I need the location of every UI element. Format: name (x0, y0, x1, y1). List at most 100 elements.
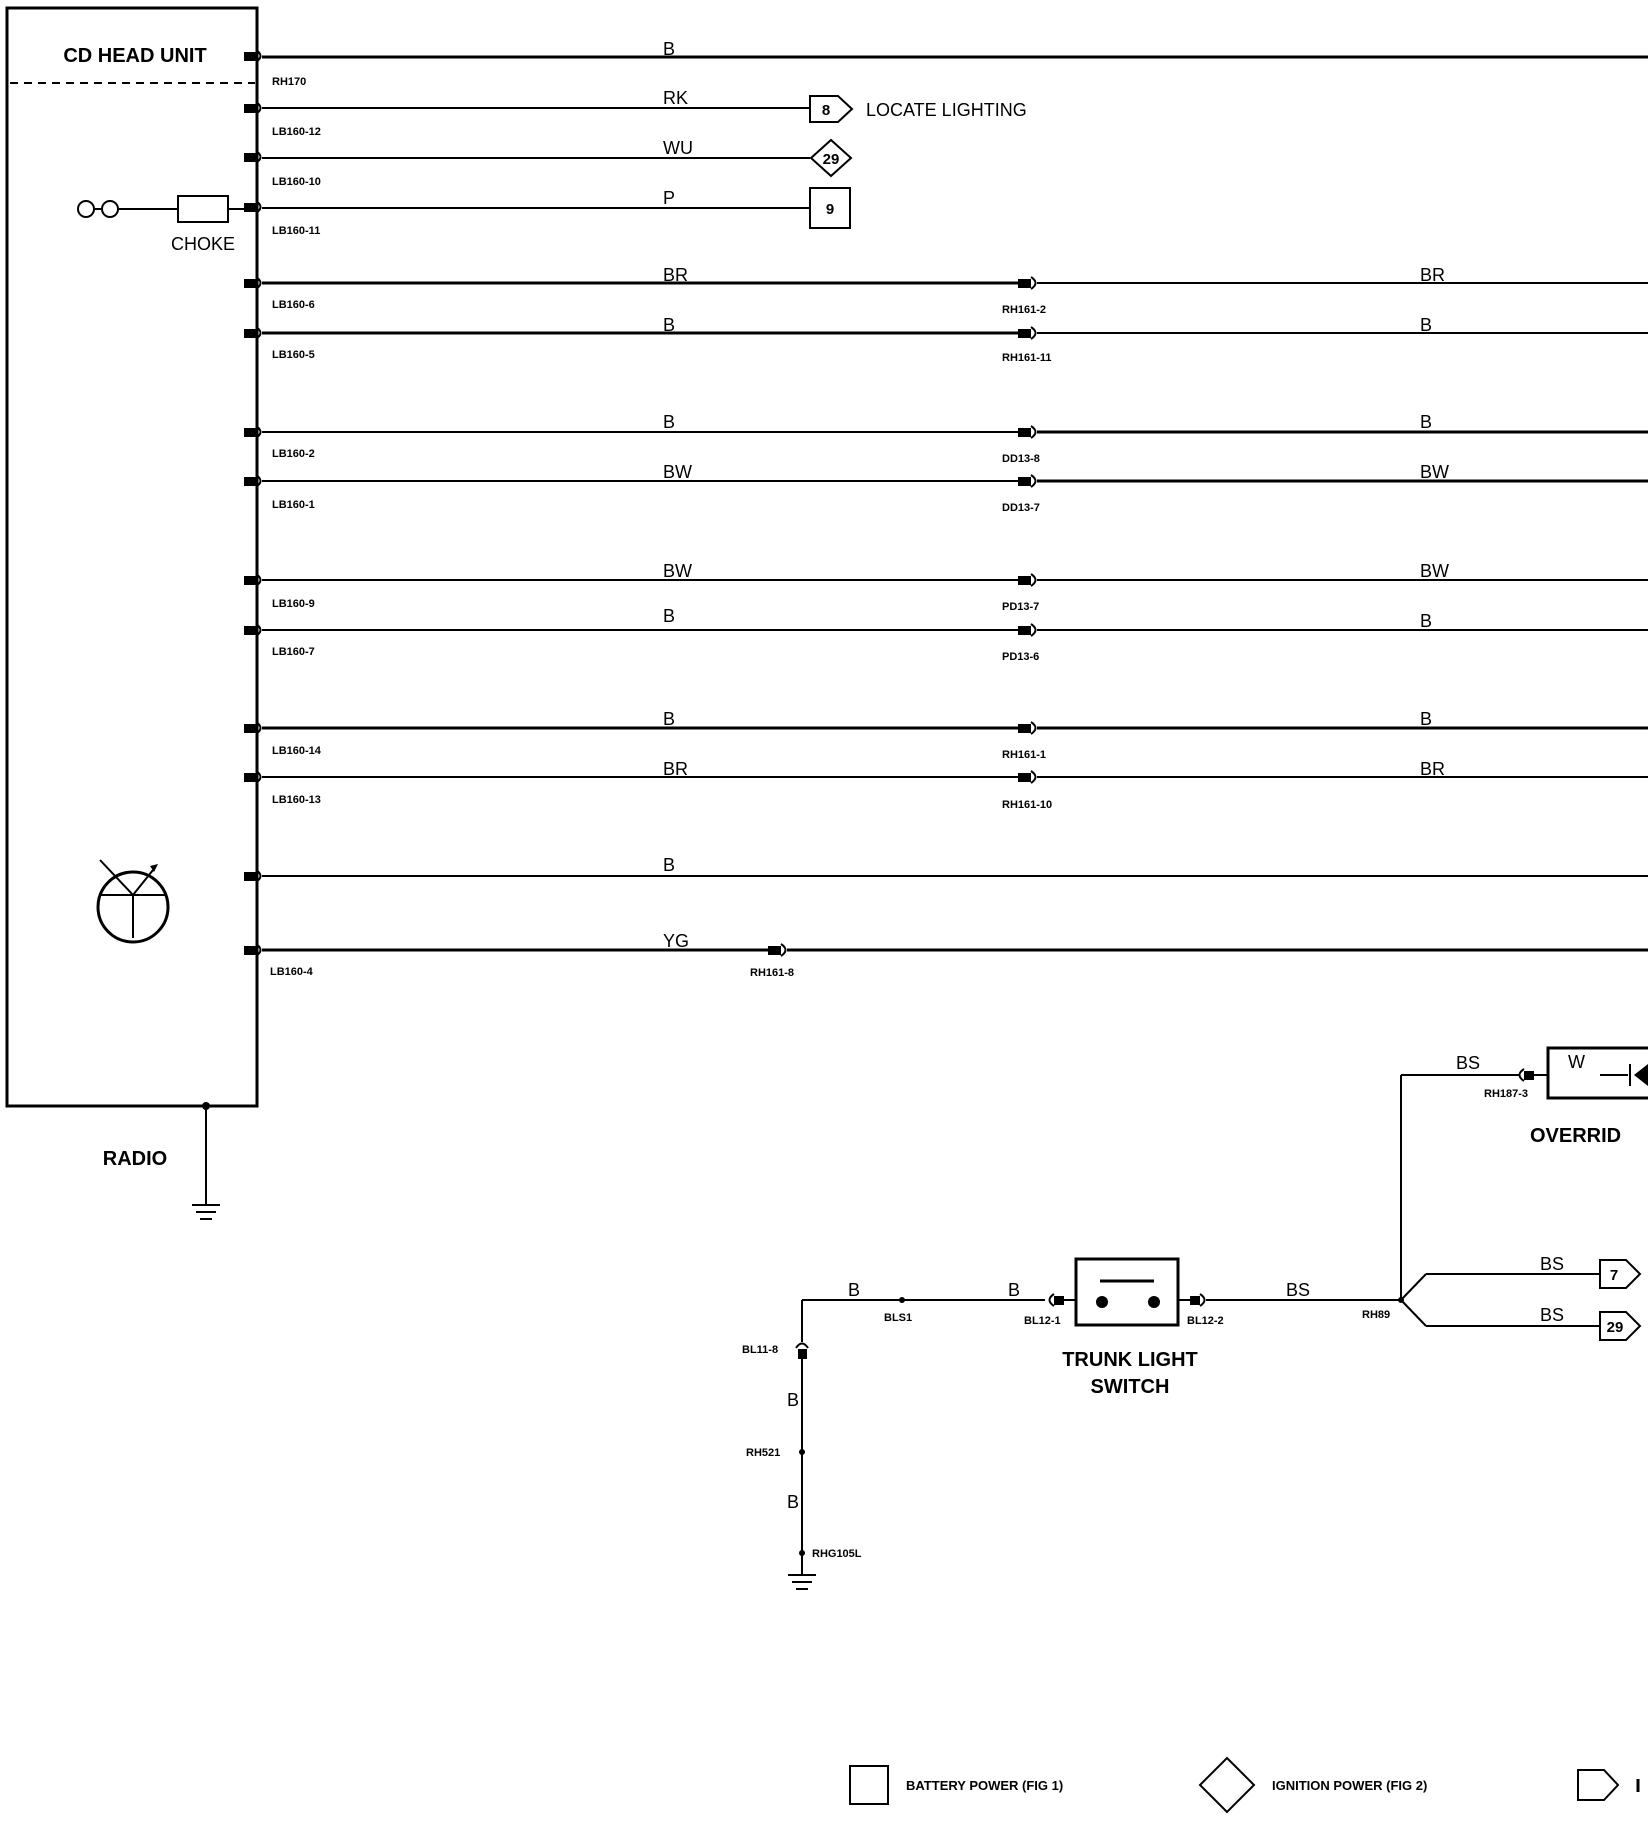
wire-code: W (1568, 1052, 1585, 1072)
wire-speaker-4 (244, 573, 1648, 587)
connector-id: RH161-1 (1002, 749, 1046, 761)
wire-code: BW (1420, 462, 1449, 482)
wire-code: RK (663, 88, 688, 108)
ref-arrow-8 (809, 95, 854, 123)
ref-number: 29 (823, 151, 840, 168)
wire-p (244, 200, 810, 214)
wire-speaker-5 (244, 623, 1648, 637)
trunk-switch-label-1: TRUNK LIGHT (1062, 1349, 1198, 1371)
connector-id: RH161-11 (1002, 352, 1052, 364)
wire-code: BR (663, 759, 688, 779)
pin-id: LB160-11 (272, 225, 320, 237)
wire-code: B (663, 315, 675, 335)
wire-code: B (787, 1390, 799, 1410)
override-module (1518, 1046, 1648, 1100)
pin-id: LB160-4 (270, 966, 314, 978)
ref-square-9 (809, 187, 851, 229)
ref-arrow-7 (1599, 1259, 1642, 1289)
trunk-circuit-wires (795, 1074, 1600, 1575)
ref-diamond-29 (809, 138, 853, 178)
radio-label: RADIO (103, 1148, 167, 1170)
wire-code: BS (1286, 1280, 1310, 1300)
wire-code: BW (663, 462, 692, 482)
trunk-switch-label-2: SWITCH (1091, 1376, 1170, 1398)
wire-code: B (663, 39, 675, 59)
wire-code: B (663, 606, 675, 626)
radio-ground-icon (192, 1102, 220, 1220)
connector-id: RH161-8 (750, 967, 794, 979)
connector-id: BL11-8 (742, 1344, 778, 1356)
connector-id: RHG105L (812, 1548, 862, 1560)
wire-code: B (1420, 611, 1432, 631)
pin-id: LB160-6 (272, 299, 315, 311)
wire-speaker-6 (244, 721, 1648, 735)
connector-id: RH187-3 (1484, 1088, 1528, 1100)
connector-id: PD13-7 (1002, 601, 1039, 613)
wire-code: B (663, 855, 675, 875)
wire-speaker-7 (244, 770, 1648, 784)
wire-code: BR (1420, 759, 1445, 779)
legend-ignition-diamond-icon (1198, 1756, 1256, 1814)
trunk-light-switch (1074, 1257, 1180, 1327)
legend-battery-square-icon (849, 1765, 889, 1805)
connector-id: RH89 (1362, 1309, 1390, 1321)
wire-code: B (1420, 412, 1432, 432)
wire-code: BS (1540, 1254, 1564, 1274)
wire-code: BS (1456, 1053, 1480, 1073)
choke-component (77, 195, 250, 223)
wire-code: P (663, 188, 675, 208)
legend-battery: BATTERY POWER (FIG 1) (906, 1778, 1063, 1793)
wire-speaker-2 (244, 425, 1648, 439)
connector-id: RH161-2 (1002, 304, 1046, 316)
wire-code: B (1420, 315, 1432, 335)
wire-rk (244, 101, 810, 115)
connector-id: BLS1 (884, 1312, 912, 1324)
wire-speaker-3 (244, 474, 1648, 488)
legend-ignition: IGNITION POWER (FIG 2) (1272, 1778, 1427, 1793)
connector-id: DD13-8 (1002, 453, 1040, 465)
head-unit-title: CD HEAD UNIT (63, 45, 206, 67)
pin-id: LB160-9 (272, 598, 315, 610)
wire-code: BR (663, 265, 688, 285)
ref-number: 29 (1607, 1319, 1624, 1336)
wire-speaker-0 (244, 276, 1648, 290)
pin-id: RH170 (272, 76, 306, 88)
wire-code: WU (663, 138, 693, 158)
wire-code: B (1008, 1280, 1020, 1300)
antenna-icon (96, 859, 170, 944)
pin-id: LB160-1 (272, 499, 315, 511)
ref-number: 7 (1610, 1267, 1618, 1284)
head-unit-box (5, 6, 259, 1108)
wire-speaker-1 (244, 326, 1648, 340)
wire-code: BW (663, 561, 692, 581)
wire-code: BR (1420, 265, 1445, 285)
wire-wu (244, 150, 810, 164)
wire-code: BW (1420, 561, 1449, 581)
override-label: OVERRID (1530, 1125, 1621, 1147)
wire-code: BS (1540, 1305, 1564, 1325)
wire-b-rh170 (244, 49, 1648, 63)
pin-id: LB160-13 (272, 794, 321, 806)
pin-id: LB160-14 (272, 745, 322, 757)
wire-code: B (848, 1280, 860, 1300)
wire-code: B (1420, 709, 1432, 729)
pin-id: LB160-2 (272, 448, 315, 460)
wire-code: B (663, 412, 675, 432)
pin-id: LB160-12 (272, 126, 321, 138)
ref-number: 8 (822, 102, 830, 119)
wire-code: B (663, 709, 675, 729)
connector-id: RH521 (746, 1447, 780, 1459)
legend-arrow-icon (1577, 1769, 1640, 1801)
locate-lighting-label: LOCATE LIGHTING (866, 100, 1027, 120)
trunk-ground-icon (788, 1574, 816, 1590)
connector-id: BL12-2 (1187, 1315, 1224, 1327)
pin-id: LB160-7 (272, 646, 315, 658)
wire-yg (244, 943, 1648, 957)
connector-id: DD13-7 (1002, 502, 1040, 514)
ref-arrow-29 (1599, 1311, 1642, 1341)
connector-id: RH161-10 (1002, 799, 1052, 811)
pin-id: LB160-5 (272, 349, 315, 361)
wire-antenna (244, 869, 1648, 883)
connector-id: BL12-1 (1024, 1315, 1061, 1327)
